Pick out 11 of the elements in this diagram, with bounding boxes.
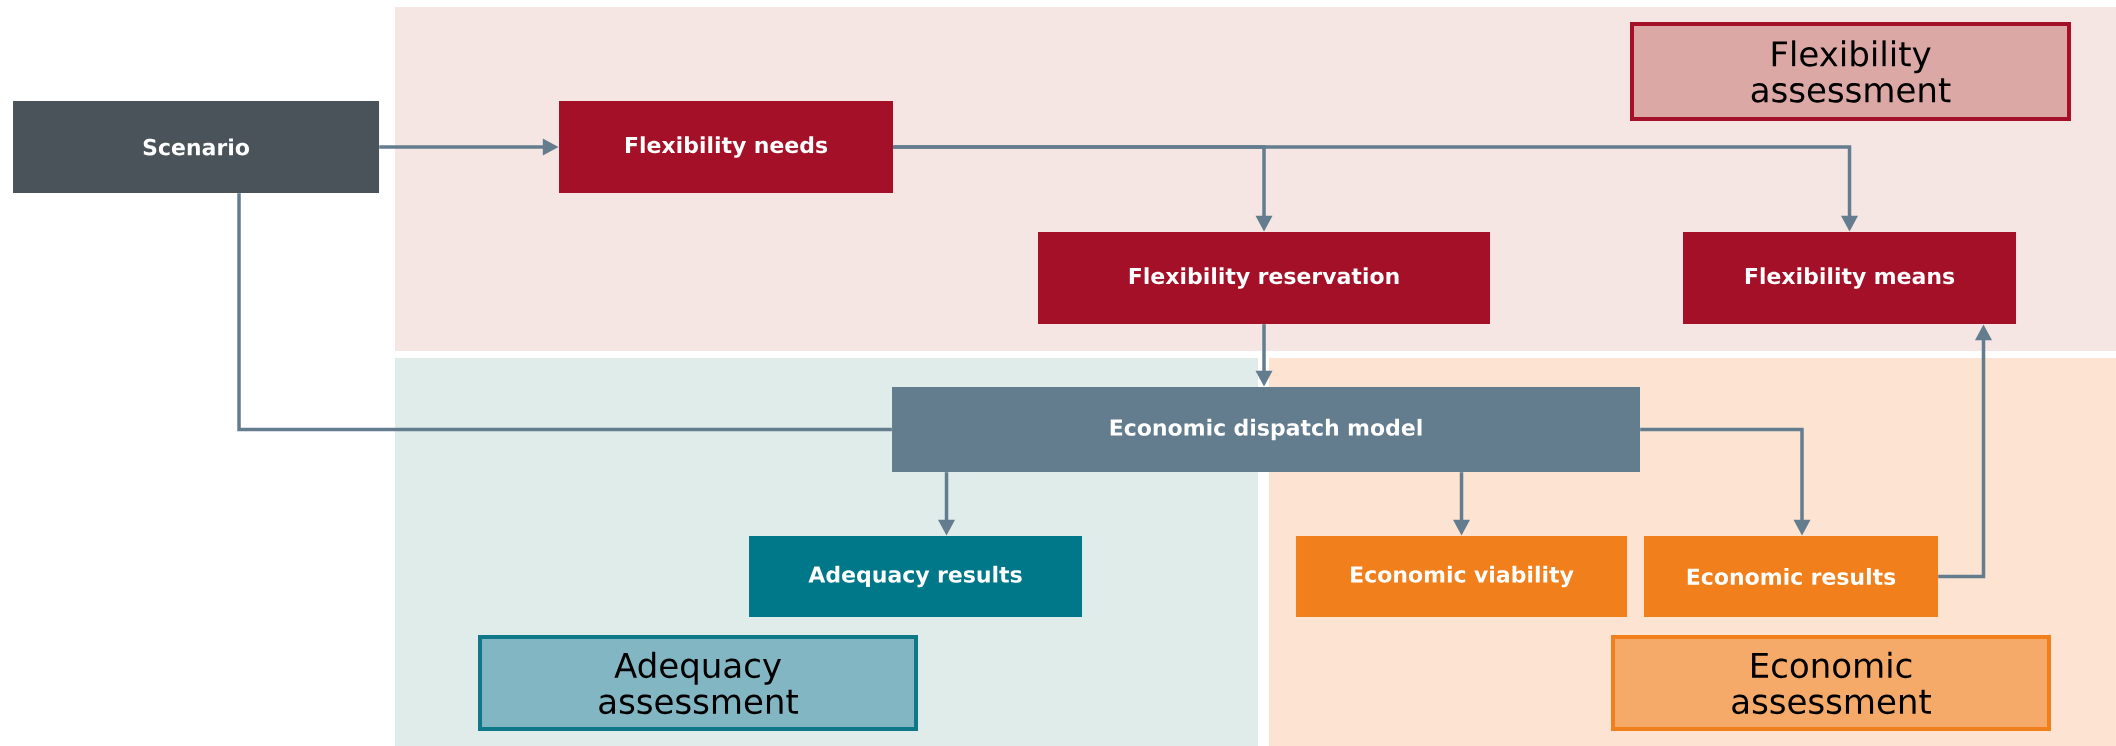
- heading-box: Flexibility assessment: [1630, 22, 2071, 121]
- process-box: Economic viability: [1296, 536, 1627, 617]
- heading-box: Economic assessment: [1611, 635, 2051, 731]
- process-box: Adequacy results: [749, 536, 1082, 617]
- process-box: Flexibility means: [1683, 232, 2016, 324]
- process-box: Economic results: [1644, 536, 1938, 617]
- process-box: Flexibility needs: [559, 101, 893, 193]
- heading-box: Adequacy assessment: [478, 635, 918, 731]
- process-box: Scenario: [13, 101, 379, 193]
- process-box: Economic dispatch model: [892, 387, 1640, 472]
- process-box: Flexibility reservation: [1038, 232, 1490, 324]
